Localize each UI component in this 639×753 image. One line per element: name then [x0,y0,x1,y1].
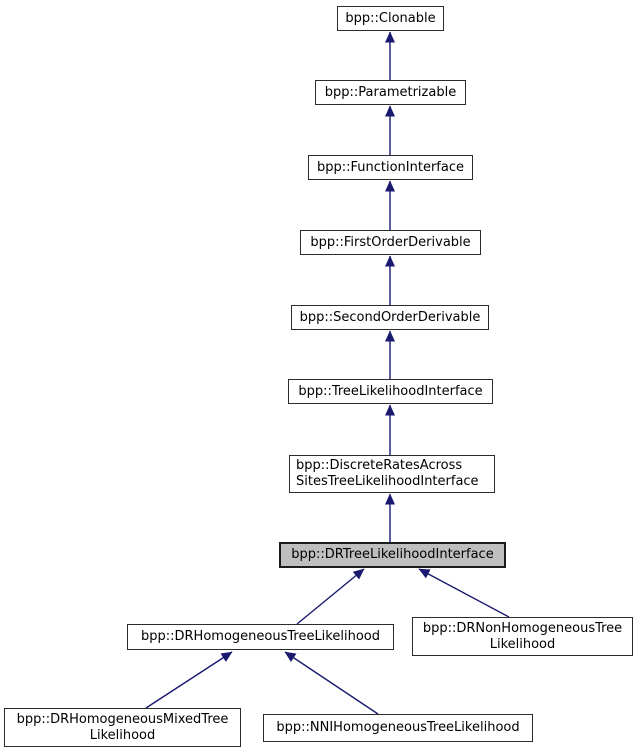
class-node-label: bpp::FunctionInterface [316,159,464,175]
class-node-bpp-clonable[interactable]: bpp::Clonable [337,6,444,31]
class-node-bpp-parametrizable[interactable]: bpp::Parametrizable [315,80,466,105]
class-node-label: bpp::DRHomogeneousTreeLikelihood [141,629,380,644]
edge-drhomogeneous-to-drtreelikelihoodinterface [296,568,365,625]
class-node-bpp-discrete-rates-across-sites-tree-likelihood-interface[interactable]: bpp::DiscreteRatesAcross SitesTreeLikeli… [289,455,495,493]
class-node-bpp-second-order-derivable[interactable]: bpp::SecondOrderDerivable [291,305,489,330]
edge-drhomogeneousmixed-to-drhomogeneous [145,651,233,709]
class-node-label-line1: bpp::DiscreteRatesAcross [296,458,463,473]
class-node-label: bpp::Parametrizable [324,84,457,100]
class-node-label-line2: SitesTreeLikelihoodInterface [296,474,479,489]
class-node-label: bpp::SecondOrderDerivable [299,309,481,325]
class-node-label-line2: Likelihood [489,636,556,652]
class-node-bpp-nni-homogeneous-tree-likelihood[interactable]: bpp::NNIHomogeneousTreeLikelihood [263,714,533,742]
class-node-label: bpp::FirstOrderDerivable [310,234,471,250]
class-node-label-line1: bpp::DRNonHomogeneousTree [422,620,623,636]
class-node-label-line1: bpp::DRHomogeneousMixedTree [16,711,229,727]
class-node-label-line2: Likelihood [89,727,156,743]
class-node-bpp-dr-tree-likelihood-interface-current: bpp::DRTreeLikelihoodInterface [279,542,506,568]
class-node-label: bpp::Clonable [345,10,436,26]
class-node-bpp-dr-homogeneous-tree-likelihood[interactable]: bpp::DRHomogeneousTreeLikelihood [127,624,394,650]
edge-drnonhomogeneous-to-drtreelikelihoodinterface [418,568,510,618]
edge-nnihomogeneous-to-drhomogeneous [284,651,379,715]
class-node-bpp-dr-non-homogeneous-tree-likelihood[interactable]: bpp::DRNonHomogeneousTree Likelihood [412,617,633,656]
class-node-label: bpp::NNIHomogeneousTreeLikelihood [276,720,520,735]
class-node-bpp-function-interface[interactable]: bpp::FunctionInterface [308,155,473,180]
class-node-bpp-first-order-derivable[interactable]: bpp::FirstOrderDerivable [300,230,481,255]
class-node-bpp-dr-homogeneous-mixed-tree-likelihood[interactable]: bpp::DRHomogeneousMixedTree Likelihood [4,708,241,747]
class-node-bpp-tree-likelihood-interface[interactable]: bpp::TreeLikelihoodInterface [288,379,493,404]
class-node-label: bpp::DRTreeLikelihoodInterface [291,547,494,562]
class-node-label: bpp::TreeLikelihoodInterface [298,383,483,399]
